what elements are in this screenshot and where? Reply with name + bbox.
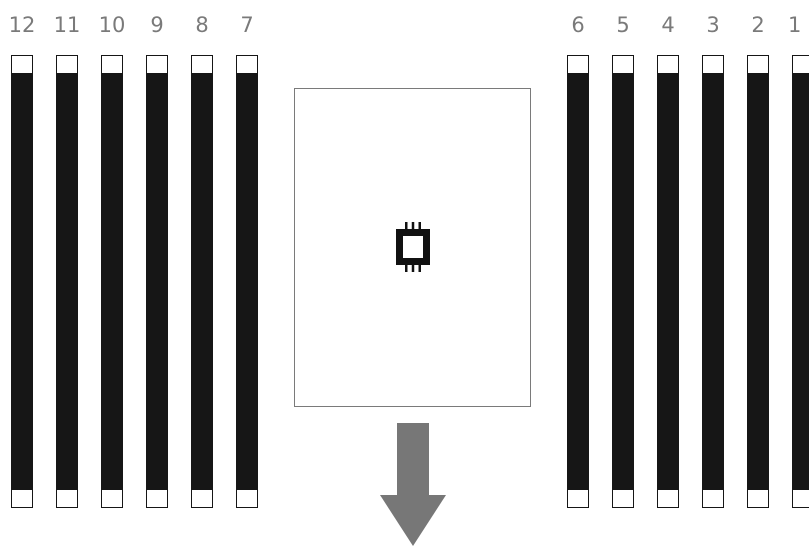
dimm-slot-9	[146, 55, 168, 508]
slot-latch-top	[146, 55, 168, 74]
slot-latch-bottom	[792, 489, 809, 508]
slot-latch-top	[101, 55, 123, 74]
slot-latch-bottom	[657, 489, 679, 508]
dimm-slot-5	[612, 55, 634, 508]
dimm-slot-3	[702, 55, 724, 508]
dimm-slot-label-1: 1	[788, 13, 802, 37]
arrow-down-icon	[380, 423, 446, 546]
dimm-slot-label-10: 10	[98, 13, 126, 37]
dimm-slot-label-9: 9	[150, 13, 164, 37]
dimm-slot-label-2: 2	[751, 13, 765, 37]
slot-latch-bottom	[191, 489, 213, 508]
dimm-slot-4	[657, 55, 679, 508]
slot-latch-top	[657, 55, 679, 74]
slot-latch-bottom	[747, 489, 769, 508]
dimm-slot-label-7: 7	[240, 13, 254, 37]
dimm-slot-11	[56, 55, 78, 508]
slot-latch-bottom	[146, 489, 168, 508]
slot-latch-top	[11, 55, 33, 74]
dimm-slot-10	[101, 55, 123, 508]
slot-latch-bottom	[11, 489, 33, 508]
dimm-slot-label-5: 5	[616, 13, 630, 37]
slot-latch-bottom	[702, 489, 724, 508]
dimm-slot-2	[747, 55, 769, 508]
slot-latch-top	[56, 55, 78, 74]
slot-latch-bottom	[236, 489, 258, 508]
slot-latch-top	[792, 55, 809, 74]
slot-latch-top	[191, 55, 213, 74]
dimm-slot-label-8: 8	[195, 13, 209, 37]
dimm-slot-1	[792, 55, 809, 508]
slot-latch-bottom	[56, 489, 78, 508]
slot-latch-top	[236, 55, 258, 74]
slot-latch-bottom	[101, 489, 123, 508]
dimm-slot-label-3: 3	[706, 13, 720, 37]
dimm-slot-12	[11, 55, 33, 508]
dimm-slot-label-6: 6	[571, 13, 585, 37]
dimm-slot-label-11: 11	[53, 13, 81, 37]
dimm-slot-label-12: 12	[8, 13, 36, 37]
slot-latch-top	[702, 55, 724, 74]
slot-latch-bottom	[612, 489, 634, 508]
dimm-slot-label-4: 4	[661, 13, 675, 37]
dimm-slot-8	[191, 55, 213, 508]
dimm-slot-6	[567, 55, 589, 508]
cpu-chip-icon	[396, 222, 430, 272]
slot-latch-top	[747, 55, 769, 74]
slot-latch-top	[612, 55, 634, 74]
slot-latch-top	[567, 55, 589, 74]
slot-latch-bottom	[567, 489, 589, 508]
dimm-slot-7	[236, 55, 258, 508]
